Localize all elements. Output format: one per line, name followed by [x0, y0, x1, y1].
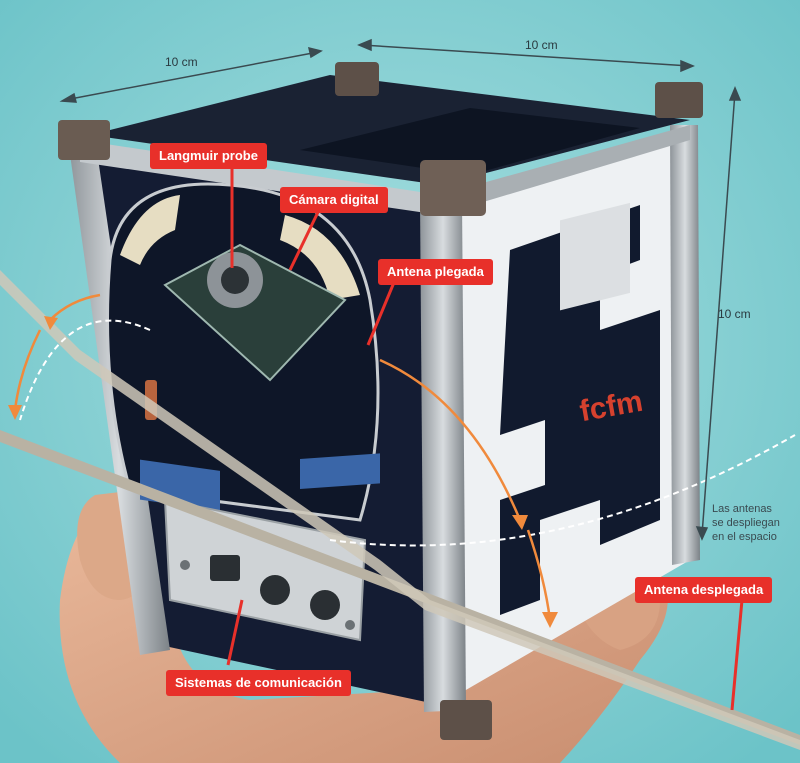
corner-block — [335, 62, 379, 96]
note-line-3: en el espacio — [712, 531, 777, 543]
corner-block — [420, 160, 486, 216]
rail-right — [670, 125, 700, 565]
corner-block — [440, 700, 492, 740]
callout-langmuir-probe: Langmuir probe — [150, 143, 267, 169]
corner-block — [58, 120, 110, 160]
note-line-1: Las antenas — [712, 503, 772, 515]
deploy-arrows — [13, 293, 552, 621]
dimension-label-top-right: 10 cm — [525, 38, 558, 52]
comm-ports-panel — [163, 498, 367, 642]
antenna-deploy-note: Las antenas se despliegan en el espacio — [712, 502, 780, 544]
dimension-label-right-side: 10 cm — [718, 307, 751, 321]
corner-block — [655, 82, 703, 118]
rail-front-center — [420, 200, 466, 712]
note-line-2: se despliegan — [712, 517, 780, 529]
callout-folded-antenna: Antena plegada — [378, 259, 493, 285]
callout-deployed-antenna: Antena desplegada — [635, 577, 773, 603]
callout-digital-camera: Cámara digital — [280, 187, 388, 213]
dimension-label-top-left: 10 cm — [165, 55, 198, 69]
cutaway-window — [106, 182, 380, 522]
callout-comm-systems: Sistemas de comunicación — [166, 670, 351, 696]
